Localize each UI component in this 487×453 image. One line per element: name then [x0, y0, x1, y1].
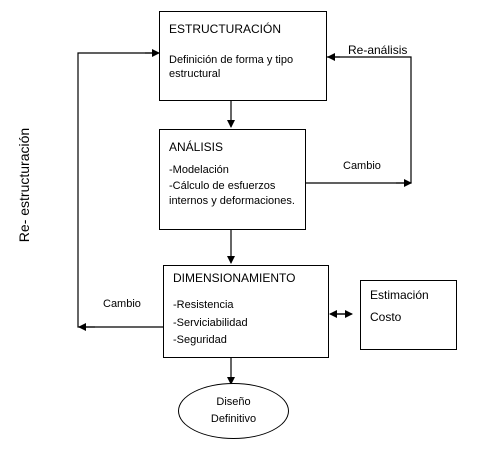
node-estructuracion: ESTRUCTURACIÓN Definición de forma y tip… [159, 11, 327, 101]
node-estructuracion-line-1: Definición de forma y tipo [169, 54, 294, 66]
node-analisis-line-3: internos y deformaciones. [169, 195, 295, 207]
node-analisis: ANÁLISIS -Modelación -Cálculo de esfuerz… [159, 129, 306, 230]
node-estimacion-line-1: Estimación [370, 288, 429, 302]
node-estimacion-line-2: Costo [370, 310, 402, 324]
node-dimensionamiento-line-2: -Serviciabilidad [173, 317, 248, 329]
label-re-estructuracion: Re- estructuración [16, 127, 32, 243]
node-dimensionamiento-line-1: -Resistencia [173, 299, 234, 311]
label-cambio-left: Cambio [103, 298, 141, 310]
node-estructuracion-line-2: estructural [169, 68, 221, 80]
node-diseno-line-2: Definitivo [210, 413, 257, 425]
node-dimensionamiento-line-3: -Seguridad [173, 334, 227, 346]
node-analisis-line-1: -Modelación [169, 164, 229, 176]
node-estimacion-costo: Estimación Costo [360, 280, 457, 350]
label-cambio-right: Cambio [343, 160, 381, 172]
node-dimensionamiento-title: DIMENSIONAMIENTO [173, 271, 296, 285]
node-estructuracion-title: ESTRUCTURACIÓN [169, 22, 282, 36]
node-diseno-definitivo: Diseño Definitivo [178, 383, 289, 439]
node-analisis-title: ANÁLISIS [169, 140, 224, 154]
loop-re-analisis [306, 56, 412, 184]
node-diseno-line-1: Diseño [216, 396, 251, 408]
label-re-analisis: Re-análisis [348, 43, 408, 57]
loop-re-estructuracion [77, 52, 163, 328]
node-dimensionamiento: DIMENSIONAMIENTO -Resistencia -Serviciab… [163, 265, 329, 358]
node-analisis-line-2: -Cálculo de esfuerzos [169, 180, 276, 192]
